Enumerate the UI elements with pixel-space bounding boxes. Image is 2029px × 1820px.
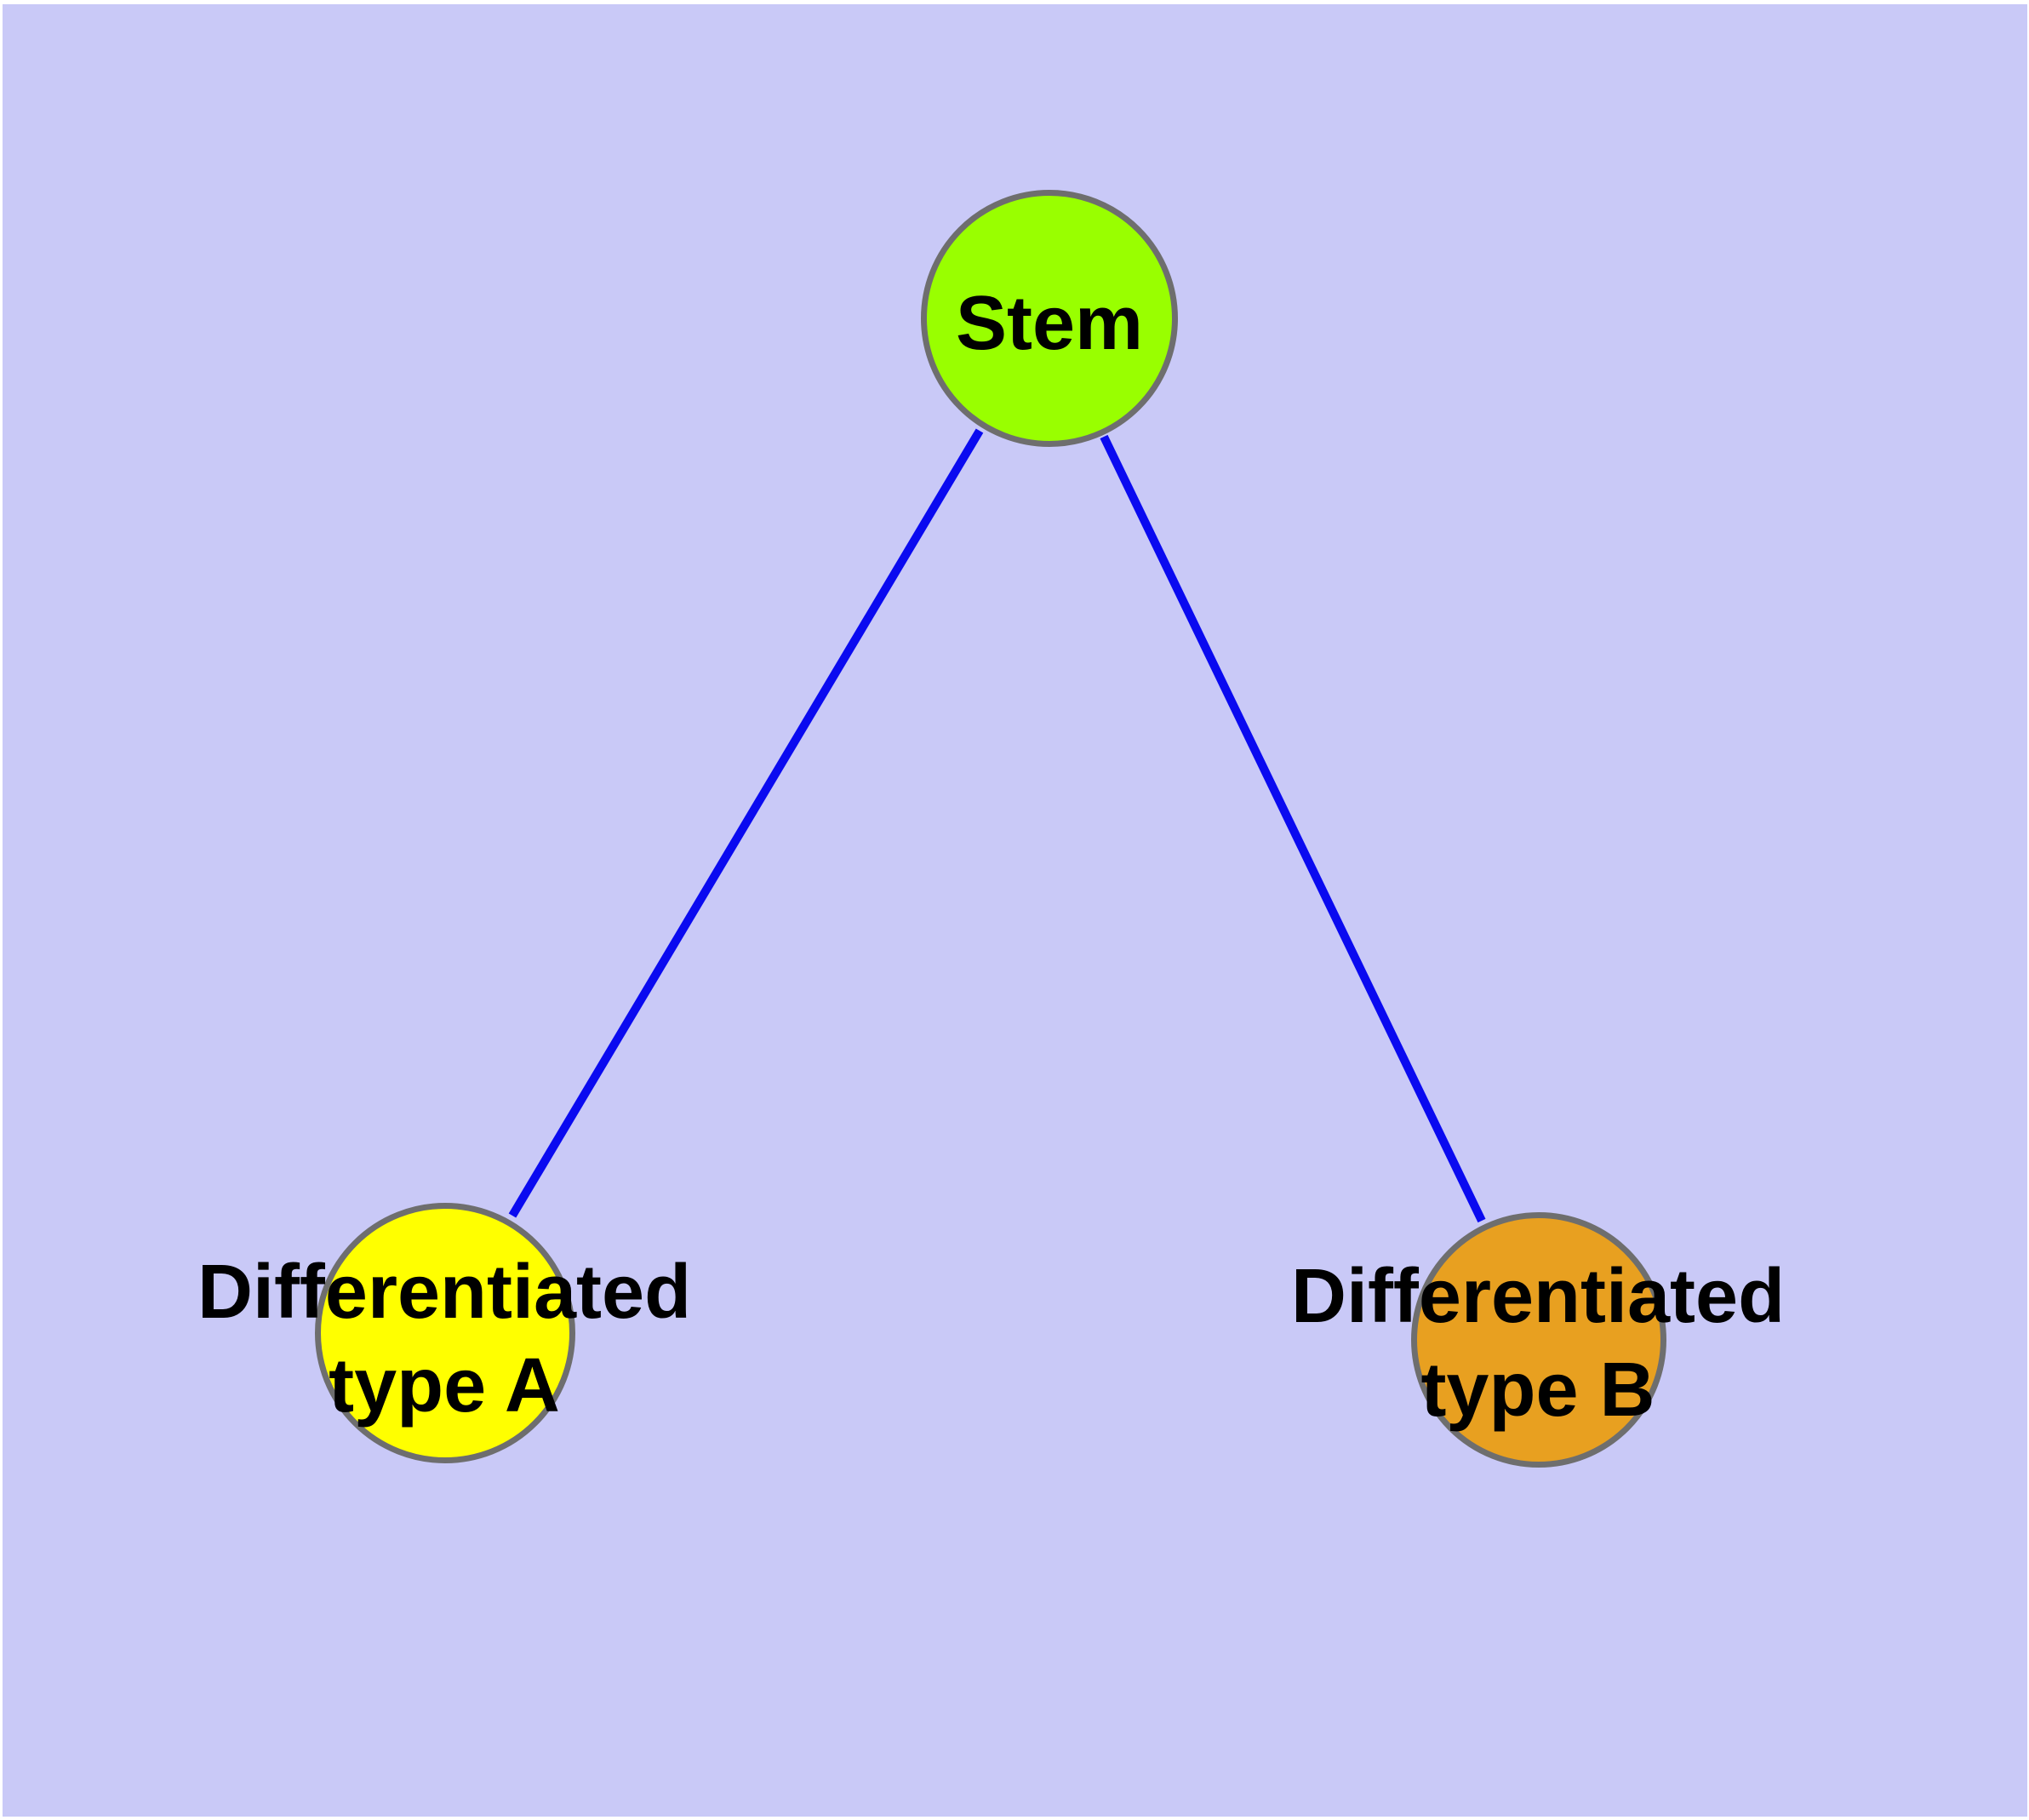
node-differentiated-type-b bbox=[1411, 1212, 1666, 1468]
node-stem bbox=[921, 190, 1178, 447]
graph-canvas: Stem Differentiated type A Differentiate… bbox=[3, 4, 2027, 1817]
node-label-differentiated-type-b: Differentiated type B bbox=[1290, 1254, 1786, 1433]
node-differentiated-type-a bbox=[315, 1203, 575, 1463]
node-label-differentiated-type-a: Differentiated type A bbox=[197, 1250, 692, 1428]
edge-stem-to-type-b bbox=[1100, 434, 1486, 1223]
node-label-stem: Stem bbox=[955, 281, 1144, 366]
edge-stem-to-type-a bbox=[508, 428, 984, 1218]
